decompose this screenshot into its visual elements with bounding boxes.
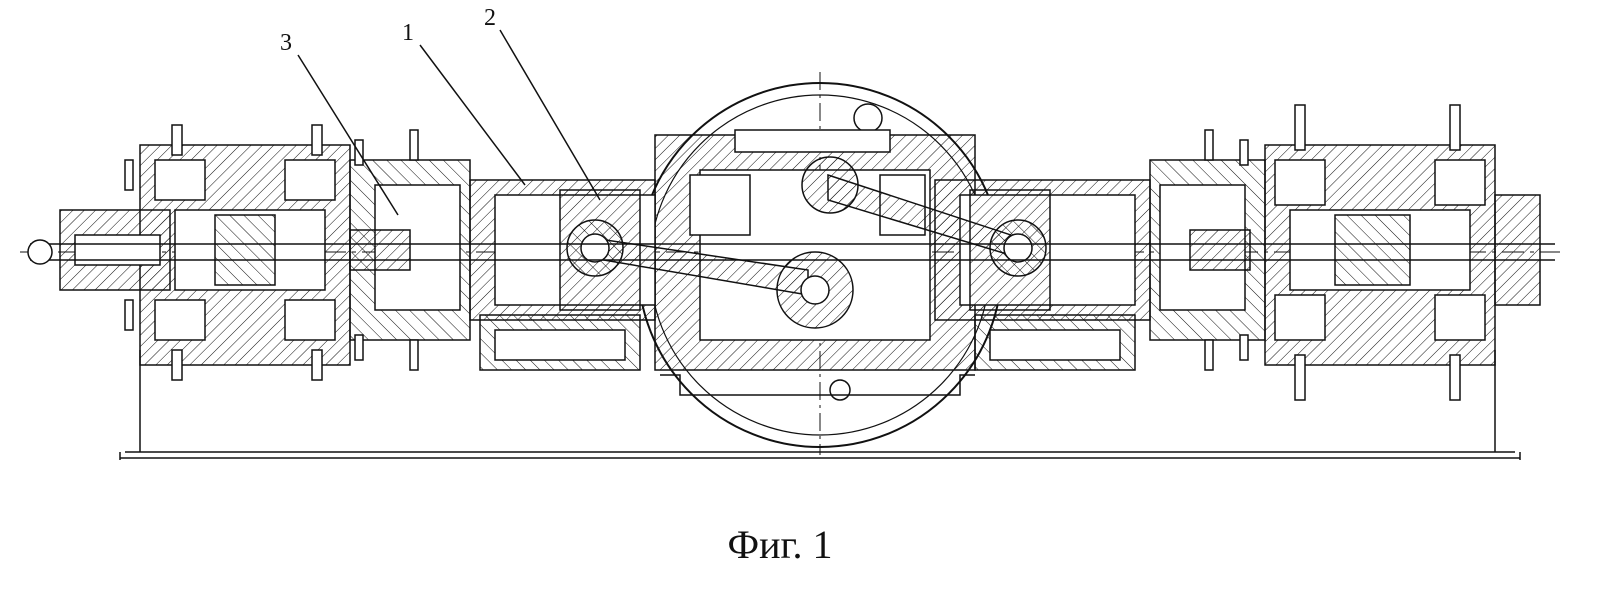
piston-rod (27, 239, 1555, 265)
label-1: 1 (402, 20, 414, 46)
figure-caption: Фиг. 1 (727, 522, 833, 567)
label-3: 3 (280, 30, 292, 56)
label-2: 2 (484, 5, 496, 31)
left-connecting-rod (566, 219, 809, 296)
left-crosshead-guide (469, 179, 656, 371)
valve-studs (124, 104, 1461, 401)
left-cylinder (59, 144, 351, 366)
right-cylinder (1264, 144, 1541, 366)
leader-lines (297, 29, 601, 216)
left-distance-piece (349, 159, 471, 341)
crank-pins (776, 156, 859, 329)
right-distance-piece (1149, 159, 1266, 341)
